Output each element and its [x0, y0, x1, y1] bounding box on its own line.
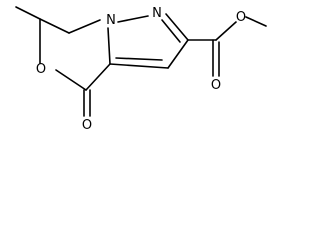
molecule-canvas: O O N N O O [15, 6, 267, 132]
atom-ester-oxygen: O [236, 10, 246, 25]
bond-n1-n2 [117, 15, 149, 23]
atom-ester-carbonyl-oxygen: O [211, 78, 221, 93]
structure-diagram: O O N N O O [0, 0, 272, 132]
atom-n1: N [106, 13, 116, 28]
bond-methyl-c6 [15, 6, 41, 20]
atom-ring-oxygen: O [36, 62, 46, 77]
bond-c6-c7 [39, 18, 70, 34]
bond-n2-c2 [165, 13, 189, 41]
atom-labels: O O N N O O [36, 6, 246, 132]
bond-c3-c3a-double [115, 57, 163, 61]
bond-c4-c3a [85, 63, 111, 91]
bond-o-c4 [55, 69, 87, 91]
bond-c7-n1 [68, 19, 101, 34]
bonds [15, 6, 267, 117]
bond-c3a-n1 [107, 27, 111, 65]
bond-c3-c3a [109, 63, 169, 69]
bond-ester-o-methyl [245, 16, 267, 27]
bond-n2-c2-double [161, 19, 181, 43]
atom-n2: N [152, 6, 162, 21]
bond-c2-c3 [167, 39, 189, 69]
atom-carbonyl-oxygen: O [82, 118, 92, 132]
bond-ester-c-o [215, 21, 237, 41]
